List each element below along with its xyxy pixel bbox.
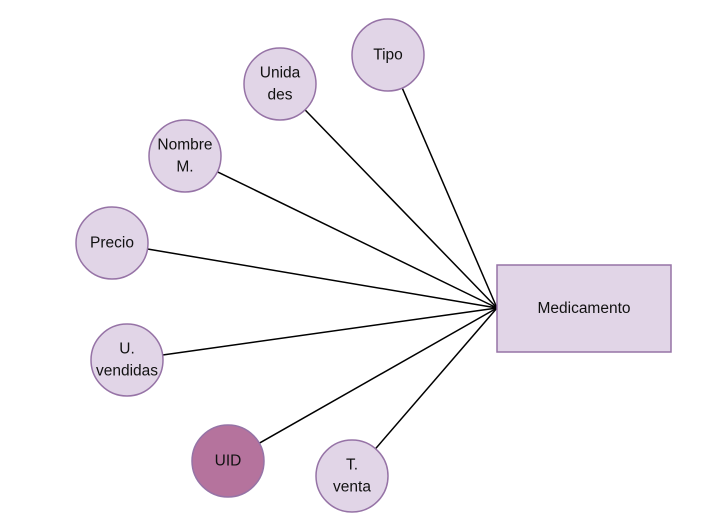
entity-medicamento-box xyxy=(496,264,672,353)
attribute-nombre-m-label: Nombre xyxy=(157,137,212,154)
attribute-t-venta[interactable]: T. venta xyxy=(315,439,389,513)
entity-layer: Medicamento xyxy=(496,264,672,353)
attribute-uid[interactable]: UID xyxy=(191,424,265,498)
attribute-precio[interactable]: Precio xyxy=(75,206,149,280)
attribute-tipo-ellipse xyxy=(351,18,425,92)
attribute-t-venta-ellipse xyxy=(315,439,389,513)
attribute-precio-ellipse xyxy=(75,206,149,280)
attribute-uid-label: UID xyxy=(215,453,242,470)
attribute-u-vendidas-label: vendidas xyxy=(96,363,158,380)
entity-medicamento-label: Medicamento xyxy=(537,300,630,317)
attribute-unidades[interactable]: Unida des xyxy=(243,47,317,121)
entity-medicamento[interactable]: Medicamento xyxy=(496,264,672,353)
attribute-unidades-label: Unida xyxy=(260,65,301,82)
attribute-nombre-m-ellipse xyxy=(148,119,222,193)
connector-uid xyxy=(258,307,498,444)
connector-nombre-m xyxy=(217,171,498,309)
attribute-unidades-ellipse xyxy=(243,47,317,121)
attribute-u-vendidas-ellipse xyxy=(90,323,164,397)
connectors-layer xyxy=(147,87,498,450)
attribute-t-venta-label: T. xyxy=(346,457,358,474)
attribute-unidades-label: des xyxy=(268,87,293,104)
attribute-precio-label: Precio xyxy=(90,235,134,252)
attribute-u-vendidas-label: U. xyxy=(119,341,135,358)
attribute-u-vendidas[interactable]: U. vendidas xyxy=(90,323,164,397)
attribute-nombre-m-label: M. xyxy=(176,159,193,176)
connector-t-venta xyxy=(374,307,498,450)
attribute-t-venta-label: venta xyxy=(333,479,371,496)
attribute-uid-ellipse xyxy=(191,424,265,498)
attribute-tipo[interactable]: Tipo xyxy=(351,18,425,92)
connector-precio xyxy=(147,248,498,309)
connector-unidades xyxy=(304,109,498,309)
attribute-tipo-label: Tipo xyxy=(373,47,403,64)
connector-tipo xyxy=(401,87,498,309)
connector-u-vendidas xyxy=(162,307,498,356)
